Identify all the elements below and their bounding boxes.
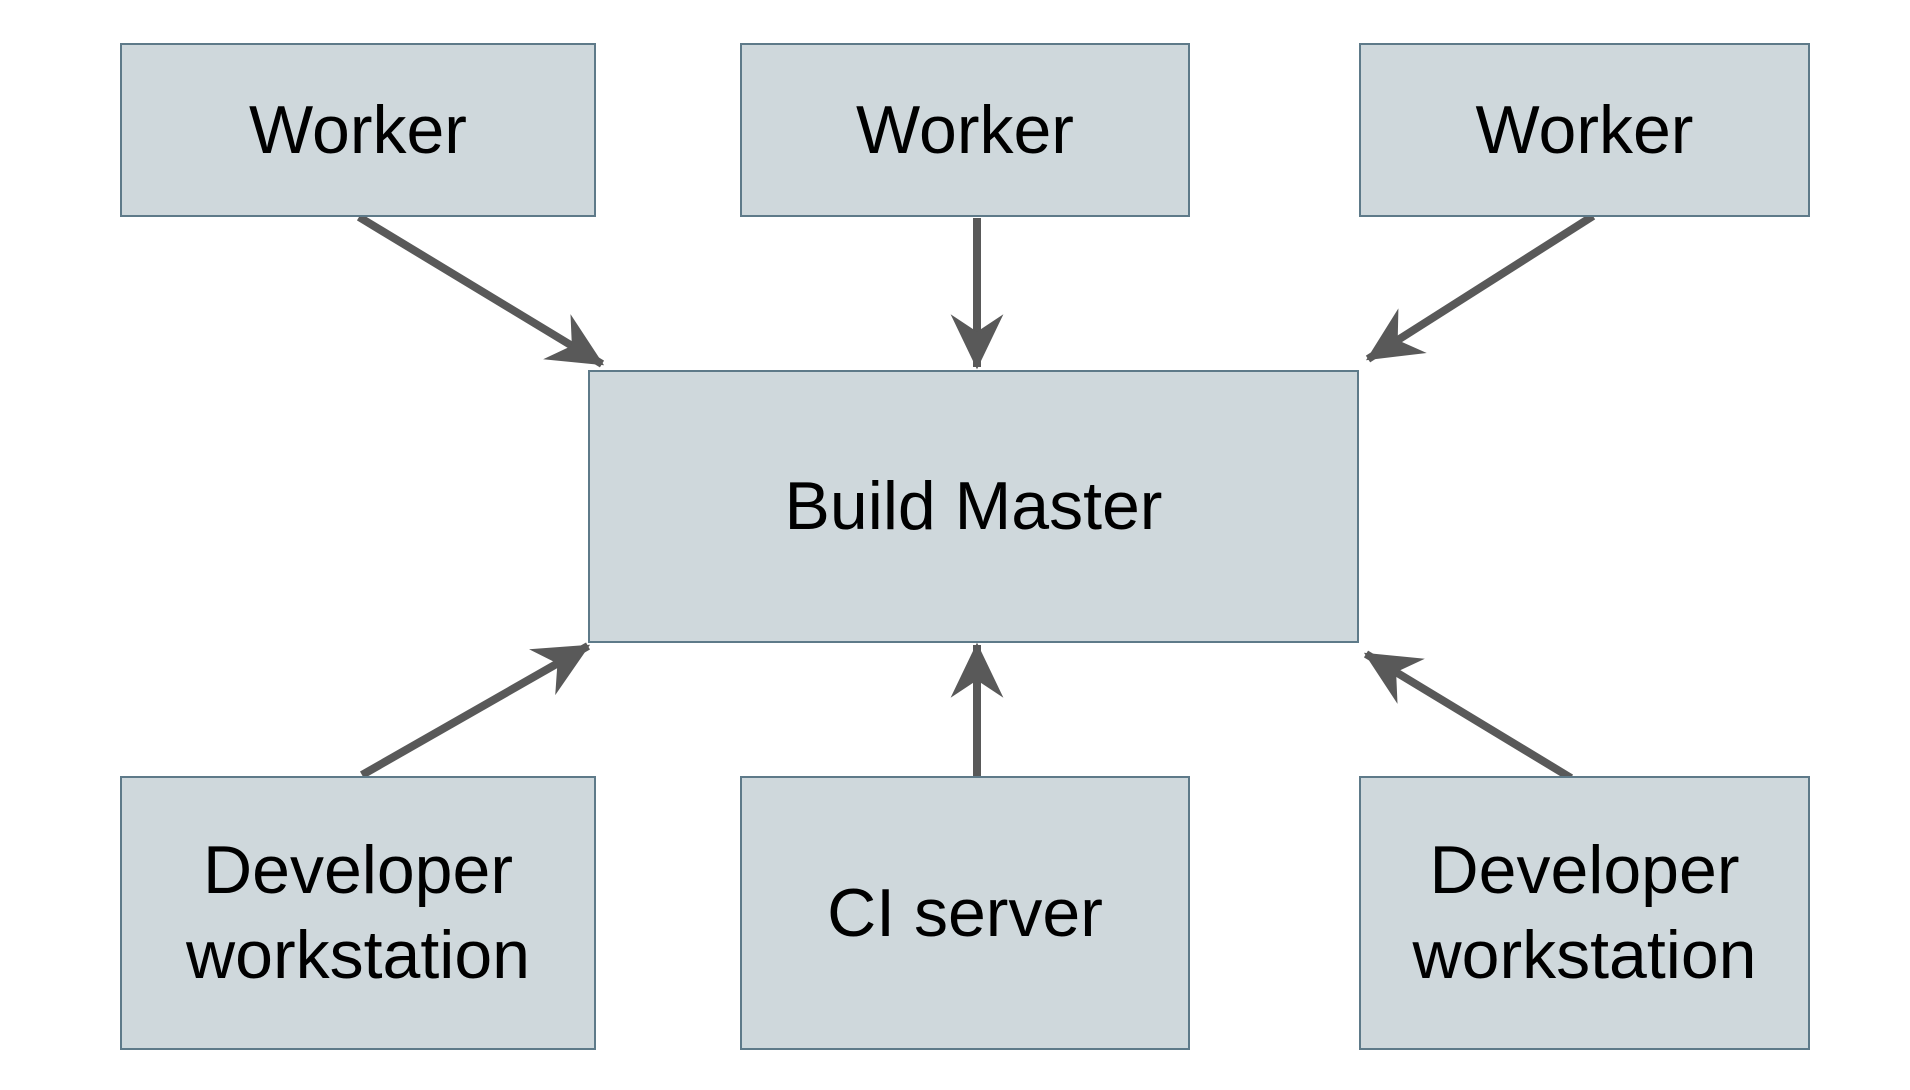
arrow-worker-1-to-build-master: [356, 213, 605, 368]
arrow-developer-workstation-right-to-build-master: [1363, 650, 1574, 782]
node-developer-workstation-left: Developer workstation: [120, 776, 596, 1050]
node-label-worker-1: Worker: [249, 91, 467, 168]
node-ci-server: CI server: [740, 776, 1190, 1050]
arrow-developer-workstation-left-to-build-master: [360, 642, 591, 779]
node-label-developer-workstation-left: Developer workstation: [186, 832, 530, 993]
node-label-worker-2: Worker: [856, 91, 1074, 168]
node-worker-2: Worker: [740, 43, 1190, 217]
node-build-master: Build Master: [588, 370, 1359, 643]
node-developer-workstation-right: Developer workstation: [1359, 776, 1810, 1050]
arrow-worker-3-to-build-master: [1365, 212, 1596, 363]
node-label-build-master: Build Master: [784, 468, 1163, 544]
node-worker-1: Worker: [120, 43, 596, 217]
node-label-developer-workstation-right: Developer workstation: [1412, 832, 1757, 993]
node-worker-3: Worker: [1359, 43, 1810, 217]
node-label-ci-server: CI server: [827, 874, 1103, 951]
node-label-worker-3: Worker: [1475, 91, 1694, 168]
